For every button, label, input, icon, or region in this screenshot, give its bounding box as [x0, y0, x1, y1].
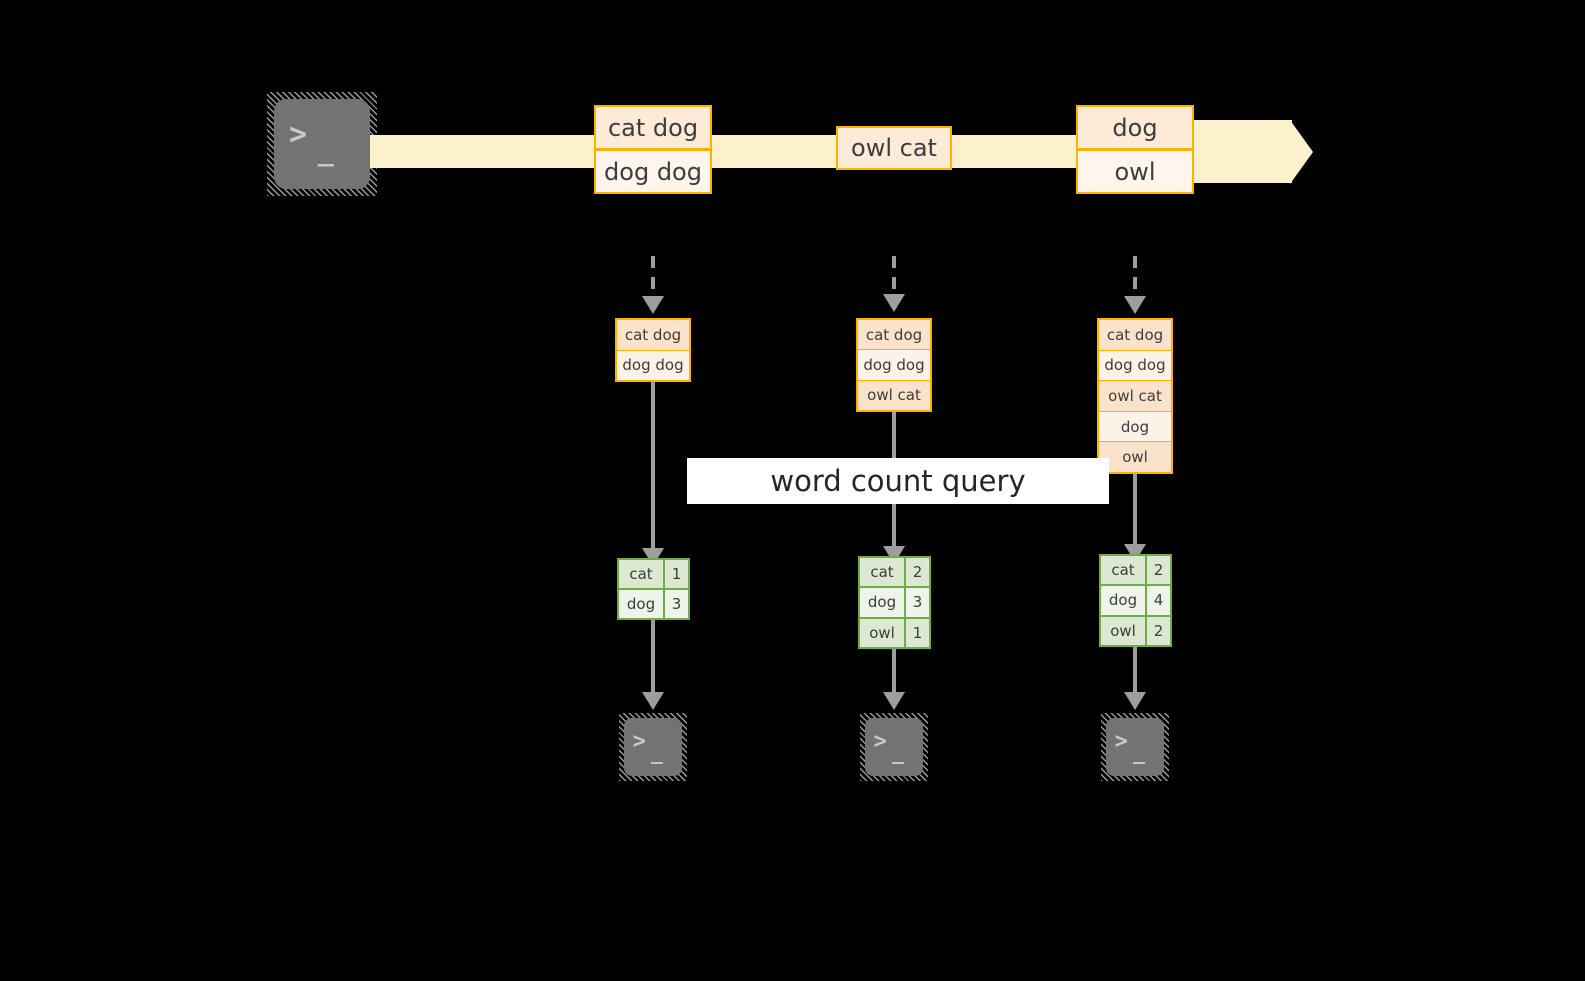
stream-band-segment-1 — [370, 135, 602, 168]
accumulated-state-1-row: cat dog — [617, 320, 689, 351]
terminal-cursor-glyph: _ — [650, 739, 663, 764]
stream-batch-1-line-1-text: cat dog — [607, 113, 699, 142]
terminal-body — [1106, 718, 1164, 776]
terminal-prompt-glyph: > — [289, 117, 308, 153]
source-terminal-icon: > _ — [267, 92, 377, 196]
accumulated-state-3-row-2-text: owl cat — [1108, 386, 1162, 405]
accumulated-state-2-row-1-text: dog dog — [863, 355, 925, 374]
accumulated-state-1: cat dog dog dog — [615, 318, 691, 382]
drop-connector-2-arrowhead — [883, 294, 905, 312]
result-table-3-row-2-count: 2 — [1147, 616, 1170, 645]
stream-band-segment-3 — [950, 135, 1078, 168]
result-table-1-row-0-word: cat — [619, 560, 665, 588]
result-table-2-row: cat 2 — [860, 558, 929, 589]
drop-connector-3 — [1133, 256, 1137, 298]
result-table-3-row-1-count: 4 — [1147, 586, 1170, 615]
stream-batch-1-line-2-text: dog dog — [604, 157, 702, 186]
result-table-3-row-0-word: cat — [1101, 556, 1147, 585]
result-table-1-row: dog 3 — [619, 590, 688, 618]
result-table-3-row: owl 2 — [1101, 616, 1170, 645]
result-table-2-row-0-word: cat — [860, 558, 906, 587]
result-table-3-row-2-word: owl — [1101, 616, 1147, 645]
accumulated-state-2-row: cat dog — [858, 320, 930, 351]
accumulated-state-3-row: dog — [1099, 411, 1171, 443]
result-table-2: cat 2 dog 3 owl 1 — [858, 556, 931, 649]
result-table-1-row-1-count: 3 — [665, 590, 688, 618]
result-table-3-row: dog 4 — [1101, 586, 1170, 617]
drop-connector-3-arrowhead — [1124, 296, 1146, 314]
accumulated-state-3: cat dog dog dog owl cat dog owl — [1097, 318, 1173, 474]
sink-connector-1 — [651, 620, 655, 698]
sink-terminal-icon-1: > _ — [619, 713, 687, 781]
query-label-band: word count query — [687, 458, 1109, 504]
sink-connector-2 — [892, 649, 896, 698]
result-table-1: cat 1 dog 3 — [617, 558, 690, 620]
stream-arrowhead — [1290, 120, 1313, 184]
result-table-3-row-1-word: dog — [1101, 586, 1147, 615]
result-table-2-row-1-word: dog — [860, 588, 906, 617]
drop-connector-1 — [651, 256, 655, 298]
sink-terminal-icon-3: > _ — [1101, 713, 1169, 781]
accumulated-state-2-row: owl cat — [858, 380, 930, 410]
result-table-2-row-2-word: owl — [860, 618, 906, 647]
stream-batch-1-line-2: dog dog — [594, 149, 712, 194]
sink-terminal-icon-2: > _ — [860, 713, 928, 781]
result-table-1-row-1-word: dog — [619, 590, 665, 618]
query-label-text: word count query — [770, 464, 1026, 498]
sink-connector-3 — [1133, 647, 1137, 698]
accumulated-state-3-row: cat dog — [1099, 320, 1171, 351]
stream-band-segment-2 — [708, 135, 840, 168]
accumulated-state-2: cat dog dog dog owl cat — [856, 318, 932, 412]
terminal-cursor-glyph: _ — [1132, 739, 1145, 764]
result-table-1-row-0-count: 1 — [665, 560, 688, 588]
terminal-prompt-glyph: > — [632, 728, 646, 754]
sink-connector-2-arrowhead — [883, 692, 905, 710]
stream-band-segment-4 — [1192, 120, 1292, 183]
result-table-2-row-1-count: 3 — [906, 588, 929, 617]
stream-batch-3-line-1: dog — [1076, 105, 1194, 150]
terminal-body — [865, 718, 923, 776]
accumulated-state-3-row-0-text: cat dog — [1106, 325, 1164, 344]
result-table-3: cat 2 dog 4 owl 2 — [1099, 554, 1172, 647]
stream-batch-3-line-2: owl — [1076, 149, 1194, 194]
stream-batch-3-line-2-text: owl — [1114, 157, 1156, 186]
accumulated-state-2-row-2-text: owl cat — [867, 386, 921, 405]
result-table-2-row: owl 1 — [860, 618, 929, 647]
result-table-2-row-2-count: 1 — [906, 618, 929, 647]
accumulated-state-2-row-0-text: cat dog — [865, 325, 923, 344]
accumulated-state-1-row: dog dog — [617, 350, 689, 380]
result-table-2-row: dog 3 — [860, 588, 929, 619]
stream-batch-1-line-1: cat dog — [594, 105, 712, 150]
terminal-cursor-glyph: _ — [317, 135, 334, 167]
accumulated-state-3-row-3-text: dog — [1120, 417, 1150, 436]
terminal-body — [624, 718, 682, 776]
accumulated-state-3-row: owl — [1099, 442, 1171, 472]
terminal-prompt-glyph: > — [873, 728, 887, 754]
query-connector-1 — [651, 382, 655, 560]
terminal-cursor-glyph: _ — [891, 739, 904, 764]
accumulated-state-1-row-1-text: dog dog — [622, 356, 684, 375]
result-table-1-row: cat 1 — [619, 560, 688, 590]
drop-connector-1-arrowhead — [642, 296, 664, 314]
result-table-3-row: cat 2 — [1101, 556, 1170, 587]
stream-batch-3-line-1-text: dog — [1112, 113, 1158, 142]
sink-connector-3-arrowhead — [1124, 692, 1146, 710]
result-table-3-row-0-count: 2 — [1147, 556, 1170, 585]
query-connector-3 — [1133, 474, 1137, 560]
accumulated-state-1-row-0-text: cat dog — [624, 325, 682, 344]
result-table-2-row-0-count: 2 — [906, 558, 929, 587]
accumulated-state-3-row-1-text: dog dog — [1104, 356, 1166, 375]
drop-connector-2 — [892, 256, 896, 298]
terminal-prompt-glyph: > — [1114, 728, 1128, 754]
stream-batch-2-line-1-text: owl cat — [851, 134, 937, 162]
accumulated-state-3-row-4-text: owl — [1122, 448, 1148, 467]
terminal-body — [274, 99, 370, 189]
sink-connector-1-arrowhead — [642, 692, 664, 710]
stream-batch-2-line-1: owl cat — [836, 126, 952, 170]
accumulated-state-3-row: dog dog — [1099, 350, 1171, 382]
accumulated-state-3-row: owl cat — [1099, 381, 1171, 412]
accumulated-state-2-row: dog dog — [858, 350, 930, 381]
